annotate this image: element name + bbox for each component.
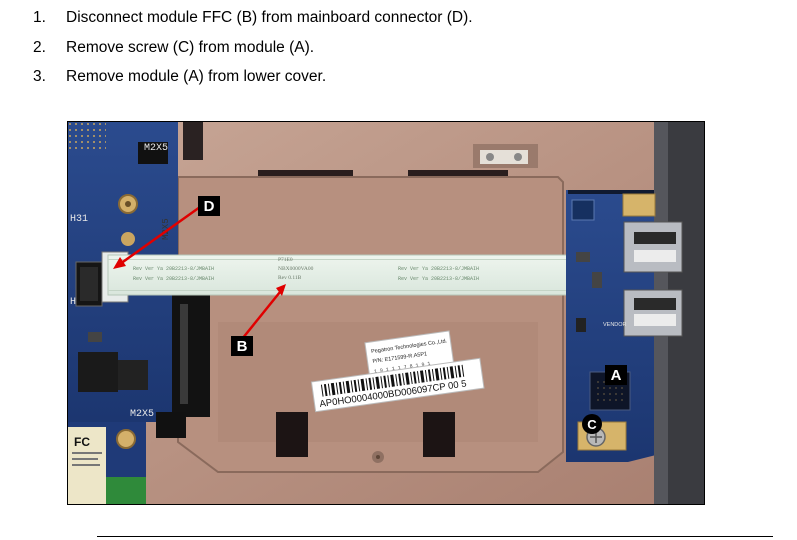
svg-text:NBX0000VA00: NBX0000VA00 bbox=[278, 266, 314, 272]
callout-b: B bbox=[237, 338, 248, 355]
drive-connector bbox=[172, 292, 210, 417]
callout-d-box bbox=[198, 196, 220, 216]
label-vendor: VENDOR bbox=[603, 322, 627, 328]
barcode bbox=[320, 364, 465, 397]
step-text: Disconnect module FFC (B) from mainboard… bbox=[66, 9, 473, 26]
step-number: 3. bbox=[33, 68, 46, 85]
svg-text:Rev Ver Ya 20B2213-8/JMBAIH: Rev Ver Ya 20B2213-8/JMBAIH bbox=[133, 266, 214, 272]
svg-text:Rev 0.11B: Rev 0.11B bbox=[278, 275, 302, 281]
svg-text:Rev Ver Ya 20B2213-8/JMBAIH: Rev Ver Ya 20B2213-8/JMBAIH bbox=[398, 266, 479, 272]
callout-d: D bbox=[204, 198, 215, 215]
module-ffc-cable-b bbox=[107, 254, 579, 296]
step-number: 1. bbox=[33, 9, 46, 26]
svg-text:P71E0: P71E0 bbox=[278, 257, 293, 263]
arrow-d bbox=[119, 205, 201, 266]
svg-text:Rev Ver Ya 20B2213-8/JMBAIH: Rev Ver Ya 20B2213-8/JMBAIH bbox=[133, 276, 214, 282]
usb-port-bottom bbox=[623, 289, 683, 337]
usb-port-top bbox=[623, 221, 683, 273]
bracket-plate bbox=[480, 150, 528, 164]
callout-b-box bbox=[231, 336, 253, 356]
callout-c-circle bbox=[582, 414, 602, 434]
step-text: Remove module (A) from lower cover. bbox=[66, 68, 327, 85]
hardware-illustration: FC M2X5 H31 H32 M2X5 M2X5 Rev Ver Ya 20B… bbox=[68, 122, 704, 504]
callout-a: A bbox=[611, 367, 622, 384]
label-m2x5-top: M2X5 bbox=[144, 143, 168, 154]
label-h31: H31 bbox=[70, 214, 88, 225]
step-number: 2. bbox=[33, 39, 46, 56]
step-text: Remove screw (C) from module (A). bbox=[66, 39, 315, 56]
callout-c: C bbox=[587, 417, 597, 432]
fcc-logo: FC bbox=[74, 435, 90, 449]
module-removal-photo: FC M2X5 H31 H32 M2X5 M2X5 Rev Ver Ya 20B… bbox=[67, 121, 705, 505]
callout-a-box bbox=[605, 365, 627, 385]
arrow-b bbox=[237, 291, 281, 345]
svg-text:Rev Ver Ya 20B2213-8/JMBAIH: Rev Ver Ya 20B2213-8/JMBAIH bbox=[398, 276, 479, 282]
label-m2x5-bottom: M2X5 bbox=[130, 409, 154, 420]
label-m2x5-vertical: M2X5 bbox=[161, 218, 171, 240]
footer-rule bbox=[97, 536, 773, 537]
